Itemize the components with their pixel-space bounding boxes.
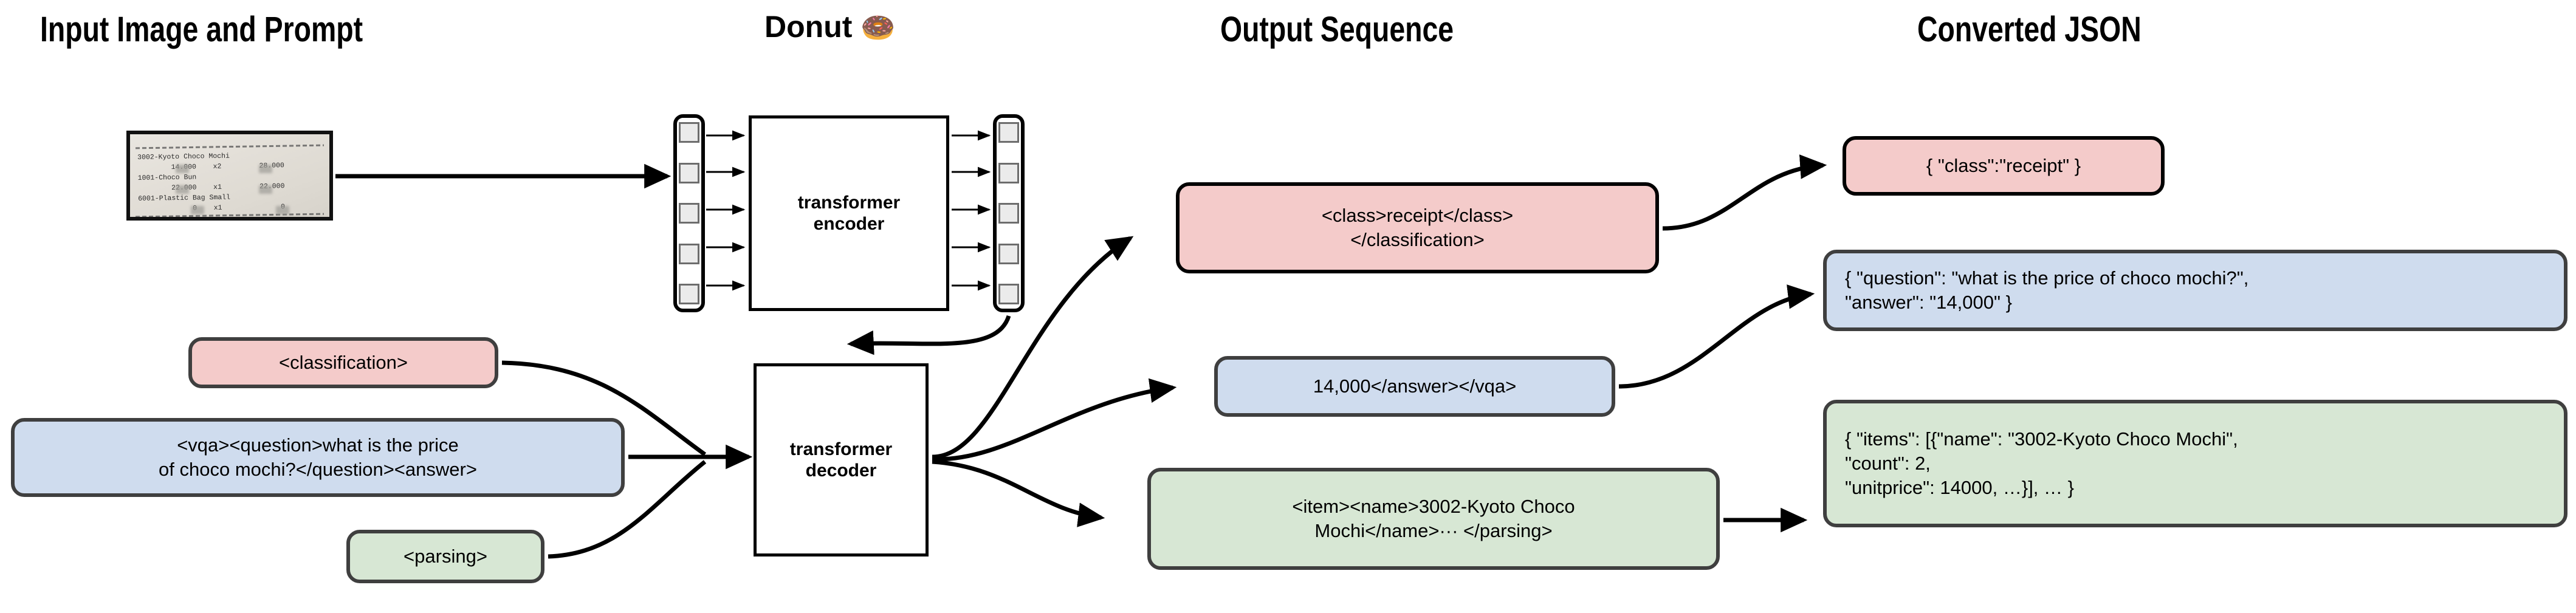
encoder-output-token <box>998 162 1019 183</box>
redaction-mark <box>259 165 272 173</box>
json-classification-box[interactable]: { "class":"receipt" } <box>1843 136 2165 196</box>
output-classification-label: <class>receipt</class> </classification> <box>1321 204 1514 250</box>
redaction-mark <box>191 206 204 214</box>
output-vqa-box[interactable]: 14,000</answer></vqa> <box>1214 356 1615 417</box>
redaction-mark <box>176 185 189 194</box>
arrow-encoder-to-decoder <box>847 315 1011 355</box>
encoder-output-token-strip <box>993 114 1025 312</box>
redaction-mark <box>176 165 189 173</box>
transformer-encoder-box[interactable]: transformer encoder <box>749 115 949 311</box>
receipt-input-image: 3002-Kyoto Choco Mochi 14.000 x2 28.000 … <box>126 131 333 221</box>
output-parsing-box[interactable]: <item><name>3002-Kyoto Choco Mochi</name… <box>1147 468 1720 570</box>
arrows-encoder-input <box>706 130 746 291</box>
prompt-parsing-label: <parsing> <box>404 545 487 567</box>
prompt-vqa-box[interactable]: <vqa><question>what is the price of choc… <box>11 418 625 497</box>
arrow-classification-prompt-to-decoder <box>501 360 707 456</box>
redaction-mark <box>259 185 272 194</box>
prompt-classification-label: <classification> <box>279 351 408 373</box>
prompt-parsing-box[interactable]: <parsing> <box>346 530 544 583</box>
encoder-output-token <box>998 203 1019 224</box>
arrows-encoder-output <box>952 130 991 291</box>
donut-emoji-icon: 🍩 <box>860 12 896 43</box>
output-parsing-label: <item><name>3002-Kyoto Choco Mochi</name… <box>1292 495 1575 541</box>
json-classification-label: { "class":"receipt" } <box>1926 154 2081 176</box>
transformer-decoder-box[interactable]: transformer decoder <box>754 363 929 556</box>
encoder-input-token <box>679 203 699 224</box>
encoder-input-token <box>679 122 699 143</box>
encoder-output-token <box>998 243 1019 264</box>
output-vqa-label: 14,000</answer></vqa> <box>1313 375 1517 397</box>
transformer-decoder-label: transformer decoder <box>789 439 893 481</box>
transformer-encoder-label: transformer encoder <box>797 192 901 234</box>
encoder-input-token-strip <box>673 114 705 312</box>
json-parsing-box[interactable]: { "items": [{"name": "3002-Kyoto Choco M… <box>1823 400 2567 527</box>
redaction-mark <box>276 206 289 214</box>
encoder-input-token <box>679 284 699 304</box>
json-vqa-box[interactable]: { "question": "what is the price of choc… <box>1823 250 2567 331</box>
prompt-vqa-label: <vqa><question>what is the price of choc… <box>159 434 477 480</box>
prompt-classification-box[interactable]: <classification> <box>188 337 498 388</box>
header-donut: Donut 🍩 <box>764 9 896 44</box>
header-converted-json: Converted JSON <box>1917 10 2142 49</box>
arrow-decoder-to-output-parsing <box>932 459 1105 527</box>
header-output-sequence: Output Sequence <box>1220 10 1454 49</box>
header-donut-label: Donut <box>764 10 861 44</box>
arrow-output-to-json-vqa <box>1618 284 1815 389</box>
encoder-output-token <box>998 122 1019 143</box>
output-classification-box[interactable]: <class>receipt</class> </classification> <box>1176 182 1659 273</box>
json-parsing-label: { "items": [{"name": "3002-Kyoto Choco M… <box>1845 428 2238 499</box>
arrow-parsing-prompt-to-decoder <box>548 460 707 559</box>
encoder-input-token <box>679 162 699 183</box>
header-input-image-and-prompt: Input Image and Prompt <box>40 10 363 49</box>
arrow-output-to-json-classification <box>1662 154 1827 231</box>
arrow-decoder-to-output-classification <box>932 236 1134 459</box>
encoder-output-token <box>998 284 1019 304</box>
json-vqa-label: { "question": "what is the price of choc… <box>1845 267 2249 313</box>
encoder-input-token <box>679 243 699 264</box>
arrow-decoder-to-output-vqa <box>932 378 1177 462</box>
